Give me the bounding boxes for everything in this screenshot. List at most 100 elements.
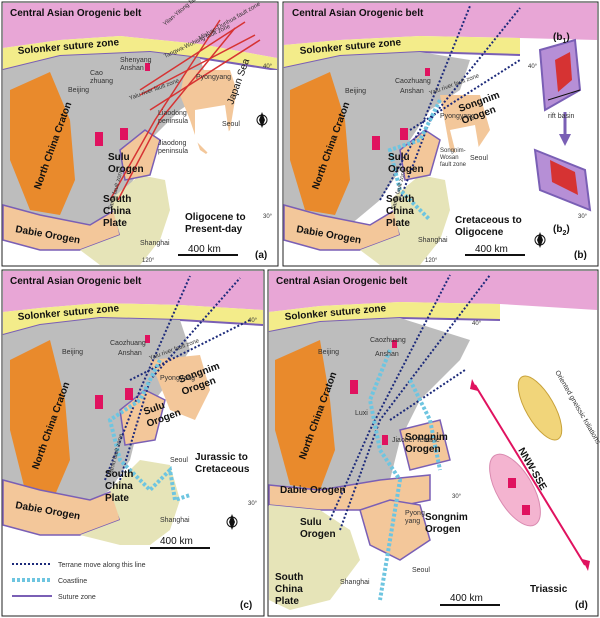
city-beijing-c: Beijing — [62, 349, 83, 356]
letter-a: (a) — [255, 250, 267, 261]
scp-c-1: South — [105, 469, 133, 480]
city-pyong-d: Pyong — [405, 510, 425, 517]
city-seoul-c: Seoul — [170, 457, 188, 464]
lat30-c: 30° — [248, 501, 258, 507]
panel-d: Central Asian Orogenic belt Solonker sut… — [267, 269, 600, 617]
period-b-2: Oligocene — [455, 227, 504, 238]
lat30-d: 30° — [452, 494, 462, 500]
scp-d-3: Plate — [275, 596, 299, 607]
city-pyongyang: Pyongyang — [196, 74, 231, 81]
jiao-1: Jiaodong — [158, 140, 187, 147]
scp-label-1: South — [103, 194, 131, 205]
lon120-b: 120° — [425, 258, 438, 264]
legend-coast: Coastline — [58, 578, 87, 585]
fault-wosan-b1: Songnim- — [440, 148, 466, 154]
b1-label: (b1) — [553, 32, 570, 45]
rift-label: rift basin — [548, 113, 575, 120]
sea-region — [170, 70, 277, 265]
jiao-2: peninsula — [158, 148, 188, 155]
legend-terrane: Terrane move along this line — [58, 562, 146, 569]
dabie-label-d: Dabie Orogen — [280, 485, 346, 496]
inset-b2 — [533, 148, 592, 212]
songnim1-d-2: Orogen — [405, 444, 441, 455]
cab-label-b: Central Asian Orogenic belt — [292, 8, 424, 19]
city-anshan-d: Anshan — [375, 351, 399, 358]
city-beijing-d: Beijing — [318, 349, 339, 356]
cab-region — [3, 3, 277, 58]
fault-wosan-b2: Wosan — [440, 155, 459, 161]
city-pyongyang-c: Pyongyang — [160, 375, 195, 382]
sulu-b-2: Orogen — [388, 164, 424, 175]
city-shanghai-d: Shanghai — [340, 579, 370, 586]
city-luxi-d: Luxi — [355, 410, 368, 417]
liao-2: peninsula — [158, 118, 188, 125]
period-c-1: Jurassic to — [195, 452, 248, 463]
scp-b-3: Plate — [386, 218, 410, 229]
legend-c: Terrane move along this line Coastline S… — [12, 562, 146, 601]
songnim2-d-2: Orogen — [425, 524, 461, 535]
songnim2-d-1: Songnim — [425, 512, 468, 523]
panel-c: Central Asian Orogenic belt Solonker sut… — [1, 269, 265, 617]
scp-region — [80, 175, 170, 265]
inset-b1 — [538, 38, 582, 112]
lon120-a: 120° — [142, 258, 155, 264]
lat40-d: 40° — [472, 321, 482, 327]
cab-label-d: Central Asian Orogenic belt — [276, 276, 408, 287]
cab-label-c: Central Asian Orogenic belt — [10, 276, 142, 287]
lat30-a: 30° — [263, 214, 273, 220]
songnim1-d-1: Songnim — [405, 432, 448, 443]
scale-a: 400 km — [188, 244, 221, 255]
scp-d-1: South — [275, 572, 303, 583]
city-shenyang: Shenyang — [120, 57, 152, 64]
period-c-2: Cretaceous — [195, 464, 250, 475]
city-seoul: Seoul — [222, 121, 240, 128]
scp-b-1: South — [386, 194, 414, 205]
liao-1: Liaodong — [158, 110, 187, 117]
lat40-a: 40° — [263, 64, 273, 70]
city-seoul-d: Seoul — [412, 567, 430, 574]
jiaobei-label: Jiaobei Terrane — [392, 437, 440, 444]
city-shanghai-b: Shanghai — [418, 237, 448, 244]
scp-label-3: Plate — [103, 218, 127, 229]
scp-c-3: Plate — [105, 493, 129, 504]
period-b-1: Cretaceous to — [455, 215, 522, 226]
city-caozhuang-d: Caozhuang — [370, 337, 406, 344]
panel-b: Central Asian Orogenic belt Solonker sut… — [282, 1, 599, 267]
north-arrow-a — [256, 112, 268, 128]
cab-label: Central Asian Orogenic belt — [10, 8, 142, 19]
markers — [95, 63, 150, 146]
legend-suture: Suture zone — [58, 594, 96, 601]
scale-d: 400 km — [450, 593, 483, 604]
north-arrow-c — [226, 514, 238, 530]
city-beijing: Beijing — [68, 87, 89, 94]
city-shanghai: Shanghai — [140, 240, 170, 247]
solonker-zone — [3, 36, 277, 70]
lat30-b: 30° — [578, 214, 588, 220]
lat40-b: 40° — [528, 64, 538, 70]
city-seoul-b: Seoul — [470, 155, 488, 162]
letter-c: (c) — [240, 600, 252, 611]
sulu-d-1: Sulu — [300, 517, 322, 528]
city-cao: Cao — [90, 70, 103, 77]
sulu-label-2: Orogen — [108, 164, 144, 175]
b2-label: (b2) — [553, 224, 570, 237]
scale-c: 400 km — [160, 536, 193, 547]
city-caozhuang-b: Caozhuang — [395, 78, 431, 85]
city-caozhuang-c: Caozhuang — [110, 340, 146, 347]
lat40-c: 40° — [248, 318, 258, 324]
city-yang-d: yang — [405, 518, 420, 525]
fault-wosan-b3: fault zone — [440, 162, 467, 168]
scp-d-2: China — [275, 584, 303, 595]
scp-c-2: China — [105, 481, 133, 492]
fault-lines — [109, 19, 261, 201]
city-anshan-c: Anshan — [118, 350, 142, 357]
scale-b: 400 km — [475, 244, 508, 255]
period-a-2: Present-day — [185, 224, 243, 235]
north-arrow-b — [534, 232, 546, 248]
city-pyongyang-b: Pyongyang — [440, 113, 475, 120]
period-a-1: Oligocene to — [185, 212, 246, 223]
ncc-orange — [10, 72, 75, 215]
letter-b: (b) — [574, 250, 587, 261]
city-shanghai-c: Shanghai — [160, 517, 190, 524]
